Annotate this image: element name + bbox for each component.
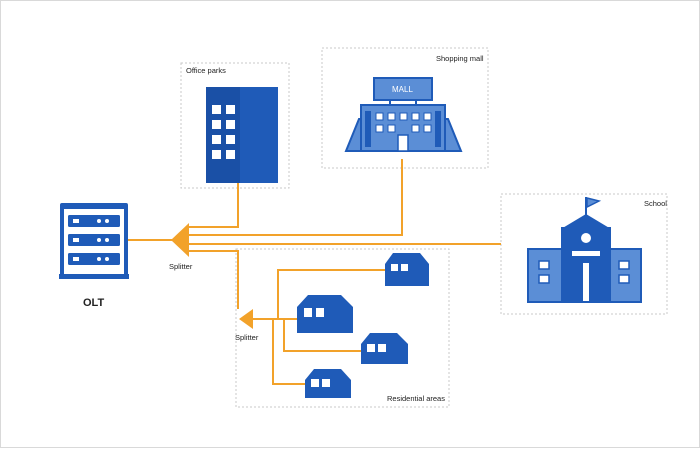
office-fiber [187,183,239,228]
mall-fiber [187,159,403,236]
splitter-icon [171,223,189,257]
residential-trunk-fiber [187,250,239,309]
school-frame [500,193,668,315]
olt-label: OLT [83,297,104,309]
residential-areas-frame [235,248,450,408]
house-icon [361,333,408,364]
splitter-icon [239,309,253,329]
mall-building-icon: MALL [344,77,463,152]
office-parks-label: Office parks [186,66,226,75]
house-icon [297,295,353,333]
office-building-icon [206,87,278,183]
residential-areas-label: Residential areas [387,394,445,403]
school-building-icon [527,197,642,303]
shopping-mall-label: Shopping mall [436,54,484,63]
mall-sign-text: MALL [392,85,413,94]
splitter-residential-label: Splitter [235,333,259,342]
school-label: School [644,199,667,208]
fiber-lines [121,159,501,385]
house4-fiber [253,318,305,385]
house-icon [385,253,429,286]
house-icon [305,369,351,398]
splitter-main-label: Splitter [169,262,193,271]
olt-server-icon [59,203,129,279]
office-parks-frame [180,62,290,189]
shopping-mall-frame [321,47,489,169]
